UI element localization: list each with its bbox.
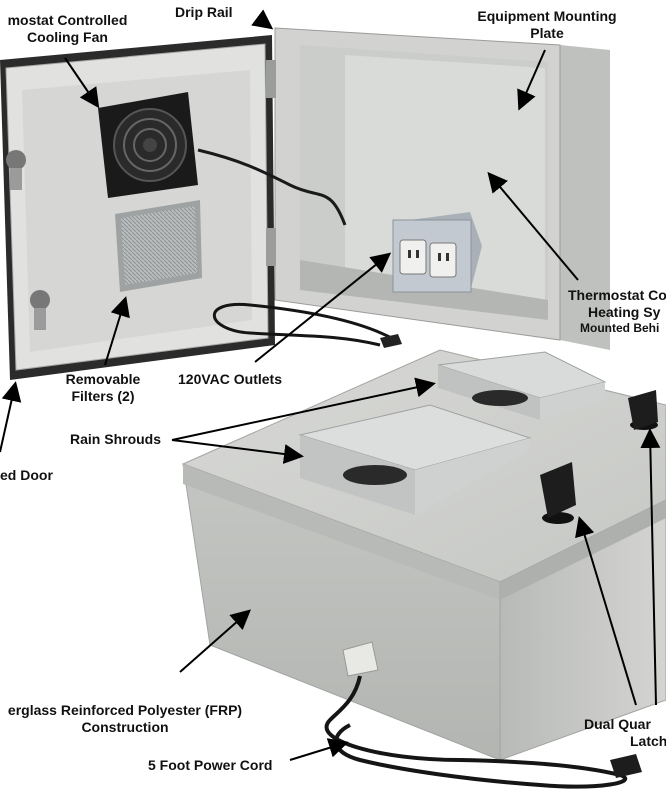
label-cooling-fan: mostat Controlled Cooling Fan <box>0 12 135 46</box>
label-cooling-fan-line2: Cooling Fan <box>27 29 108 45</box>
label-latches-line1: Dual Quar <box>584 716 651 732</box>
label-latches: Dual Quar Latch <box>584 716 666 750</box>
label-frp-line1: erglass Reinforced Polyester (FRP) <box>7 702 243 718</box>
cord-gland <box>342 641 379 677</box>
label-heating-line2: Heating Sy <box>588 304 661 320</box>
quarter-turn-latch-1 <box>540 462 576 524</box>
label-rain-shrouds: Rain Shrouds <box>70 431 162 447</box>
quarter-turn-latch-2 <box>628 390 658 430</box>
label-filters-line2: Filters (2) <box>71 388 135 404</box>
rain-shroud-front <box>298 404 532 515</box>
label-heating-line3: Mounted Behi <box>580 321 660 335</box>
label-filters-line1: Removable <box>65 371 141 387</box>
rain-shroud-rear <box>437 351 607 420</box>
label-frp-line2: Construction <box>81 719 169 735</box>
label-heating-system: Thermostat Co Heating Sy Mounted Behi <box>568 287 666 336</box>
label-mounting-plate-line2: Plate <box>530 25 564 41</box>
outlet-box <box>392 212 482 293</box>
cooling-fan <box>98 92 198 198</box>
label-mounting-plate: Equipment Mounting Plate <box>472 8 622 42</box>
label-mounting-plate-line1: Equipment Mounting <box>477 8 617 24</box>
label-door: ed Door <box>0 467 53 483</box>
label-drip-rail: Drip Rail <box>175 4 233 20</box>
label-removable-filters: Removable Filters (2) <box>50 371 156 405</box>
open-enclosure <box>0 27 610 380</box>
open-door <box>0 35 347 380</box>
label-heating-line1: Thermostat Co <box>568 287 666 303</box>
callout-arrows <box>0 9 661 761</box>
filter-grill <box>115 200 202 292</box>
label-power-cord: 5 Foot Power Cord <box>148 757 273 773</box>
label-outlets: 120VAC Outlets <box>178 371 282 387</box>
closed-enclosure <box>181 349 666 789</box>
label-latches-line2: Latch <box>630 733 666 749</box>
label-cooling-fan-line1: mostat Controlled <box>7 12 128 28</box>
label-frp-construction: erglass Reinforced Polyester (FRP) Const… <box>0 702 250 736</box>
